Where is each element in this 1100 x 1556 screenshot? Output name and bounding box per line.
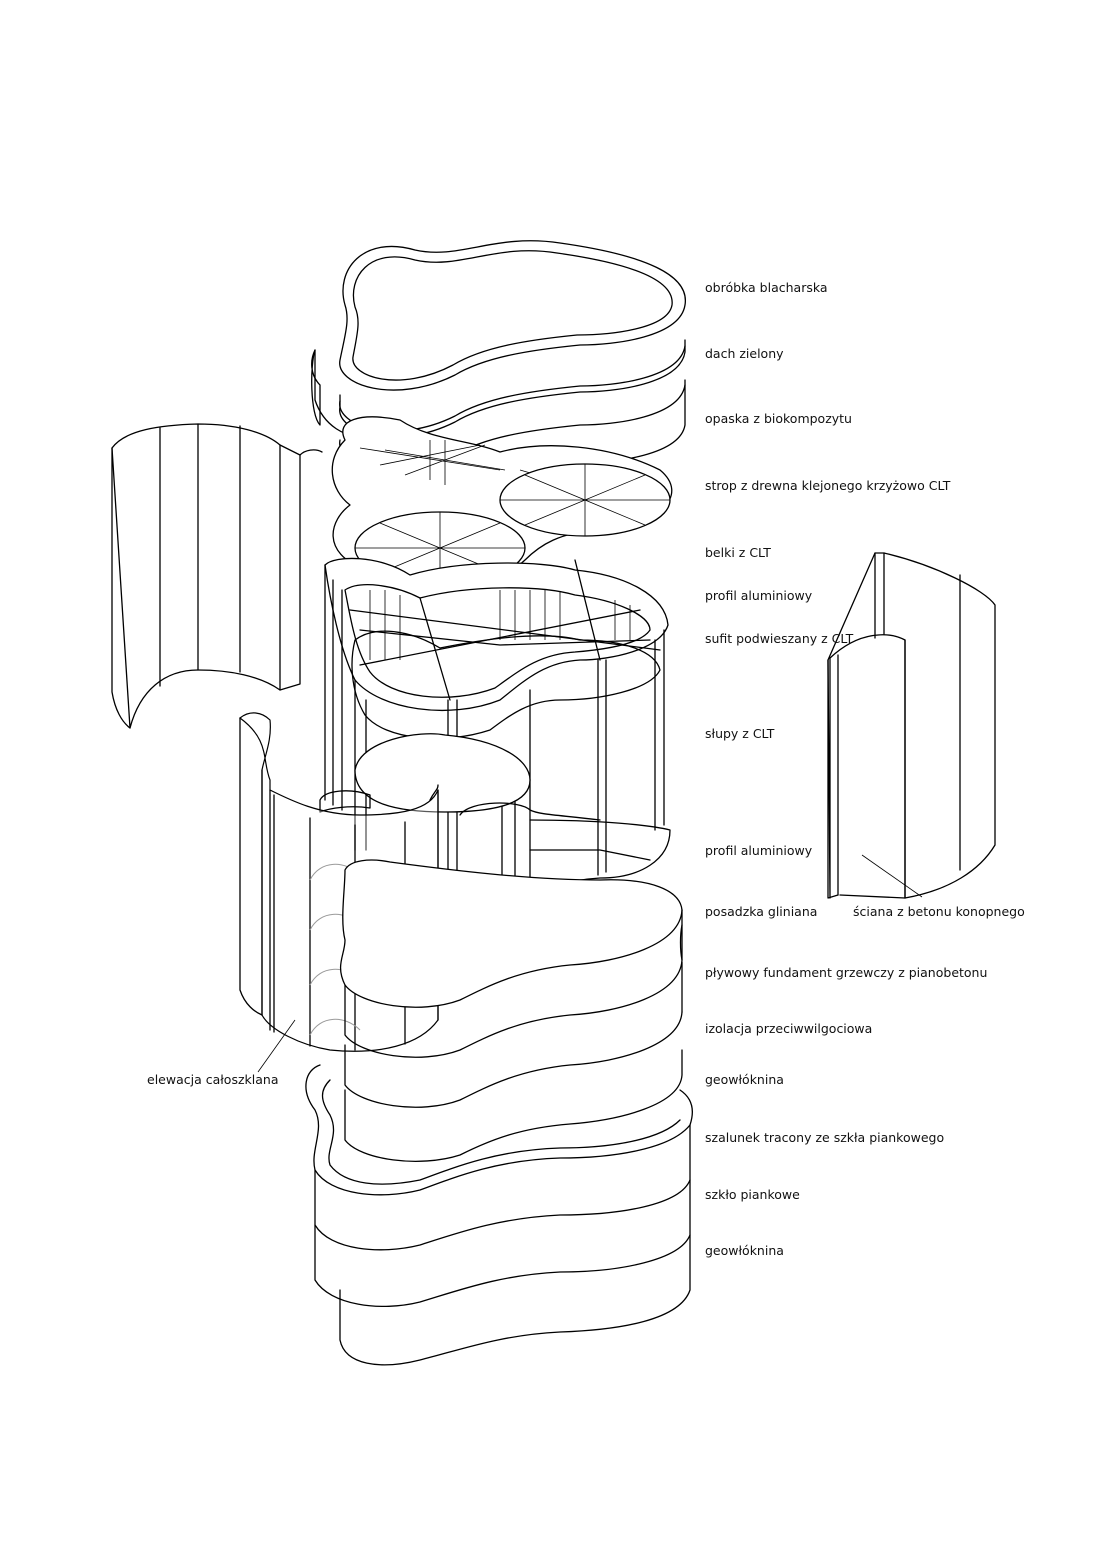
- label-roof-flashing: obróbka blacharska: [705, 280, 828, 295]
- label-heated-foundation: pływowy fundament grzewczy z pianobetonu: [705, 965, 988, 980]
- heated-foundation: [344, 909, 683, 1058]
- clay-floor: [339, 859, 683, 1008]
- label-clt-columns: słupy z CLT: [705, 726, 775, 741]
- label-biocomposite-band: opaska z biokompozytu: [705, 411, 852, 426]
- geotextile-lower: [339, 1234, 691, 1366]
- label-geotextile-lower: geowłóknina: [705, 1243, 784, 1258]
- structural-frame: [319, 557, 671, 941]
- leader-facade: [257, 1019, 296, 1073]
- damp-proofing: [344, 961, 683, 1108]
- roof-flashing: [339, 240, 687, 391]
- label-clay-floor: posadzka gliniana: [705, 904, 818, 919]
- label-clt-beams: belki z CLT: [705, 545, 771, 560]
- label-green-roof: dach zielony: [705, 346, 784, 361]
- label-foam-glass: szkło piankowe: [705, 1187, 800, 1202]
- label-geotextile-upper: geowłóknina: [705, 1072, 784, 1087]
- label-aluminium-profile-upper: profil aluminiowy: [705, 588, 813, 603]
- label-damp-proofing: izolacja przeciwwilgociowa: [705, 1021, 873, 1036]
- label-aluminium-profile-lower: profil aluminiowy: [705, 843, 813, 858]
- leader-hemp-wall: [861, 854, 923, 898]
- curved-wall-left: [111, 423, 323, 729]
- clt-beams-discs: [354, 440, 671, 585]
- label-glass-facade: elewacja całoszklana: [147, 1072, 279, 1087]
- label-foam-glass-formwork: szalunek tracony ze szkła piankowego: [705, 1130, 945, 1145]
- foam-glass: [314, 1179, 691, 1308]
- label-suspended-ceiling: sufit podwieszany z CLT: [705, 631, 854, 646]
- foam-glass-formwork: [305, 1064, 693, 1251]
- label-clt-slab: strop z drewna klejonego krzyżowo CLT: [705, 478, 951, 493]
- label-hemp-concrete-wall: ściana z betonu konopnego: [853, 904, 1025, 919]
- geotextile-upper: [344, 1049, 683, 1162]
- curved-wall-right: [827, 552, 996, 899]
